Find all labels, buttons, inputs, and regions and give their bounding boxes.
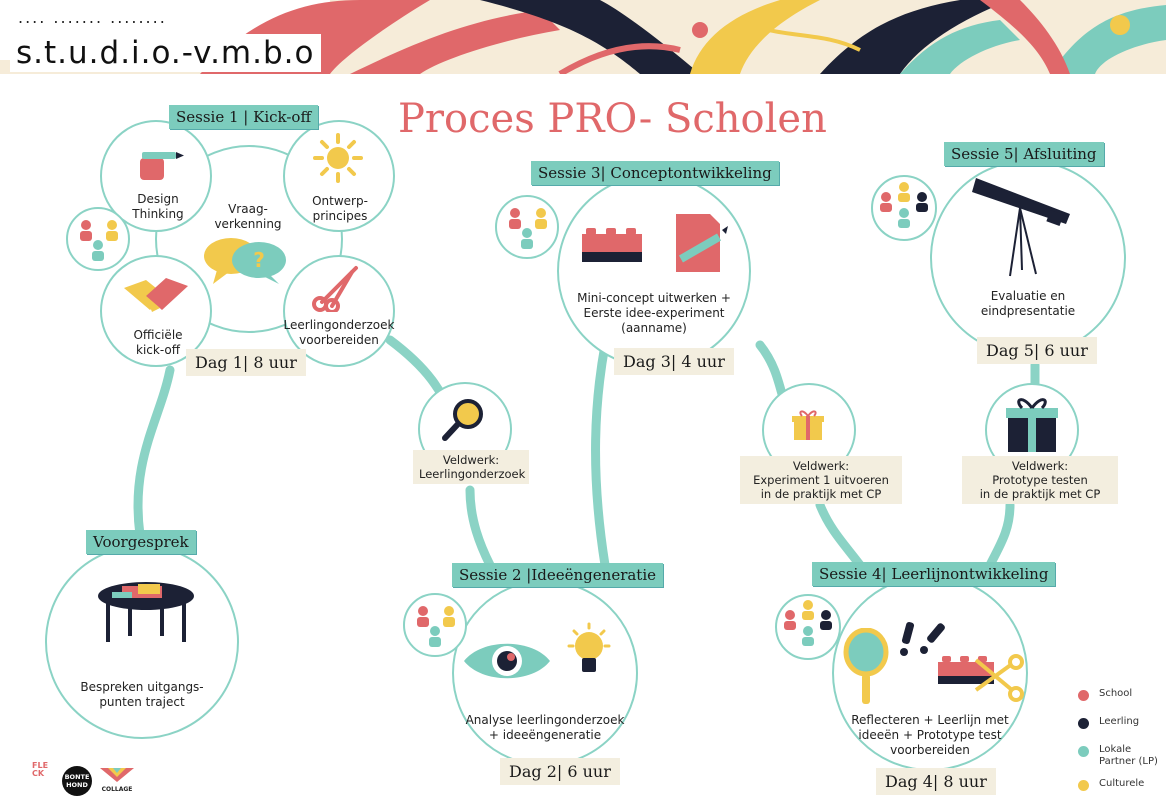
veldwerk1-note: Veldwerk: Leerlingonderzoek [413,450,529,484]
session4-text: Reflecteren + Leerlijn met ideeën + Prot… [851,713,1009,757]
svg-text:?: ? [253,248,265,272]
bonte-hond-logo-text: BONTE HOND [64,773,90,789]
lego-scissors-icon [938,654,1024,702]
people-icon-s1 [80,220,118,261]
collage-logo-mark [100,768,134,782]
collage-logo-text: COLLAGE [101,786,133,793]
session5-tag: Sessie 5| Afsluiting [944,142,1104,166]
brand-logo: s.t.u.d.i.o.-v.m.b.o [10,34,321,72]
exclamation-icon [900,622,945,656]
speech-bubbles-icon: ? [204,238,286,284]
legend-label: Lokale Partner (LP) [1099,744,1158,767]
veldwerk3-note: Veldwerk: Prototype testen in de praktij… [962,456,1118,504]
handshake-icon [124,278,188,312]
legend-dot [1078,780,1089,791]
legend-item: Lokale Partner (LP) [1078,744,1164,776]
people-icon-s4 [784,600,832,646]
session2-text: Analyse leerlingonderzoek + ideeëngenera… [465,713,625,742]
session4-day-badge: Dag 4| 8 uur [876,768,996,795]
session1-tag: Sessie 1 | Kick-off [169,105,319,129]
legend-dot [1078,746,1089,757]
ontwerp-principes-label: Ontwerp- principes [312,194,368,223]
sun-icon [313,133,363,183]
design-thinking-label: Design Thinking [132,192,184,221]
veldwerk2-note: Veldwerk: Experiment 1 uitvoeren in de p… [740,456,902,504]
gift-small-icon [792,410,824,440]
fist-pencil-icon [140,152,184,180]
fleck-logo-text: FLECK [32,761,49,778]
telescope-icon [972,178,1070,277]
people-icon-s5 [880,182,928,228]
collage-logo: COLLAGE [100,767,134,793]
officiele-kickoff-label: Officiële kick-off [133,328,183,357]
lego-brick-icon [582,228,642,262]
session1-leerling-circle [283,255,395,367]
leerlingonderzoek-voorbereiden-label: Leerlingonderzoek voorbereiden [283,318,395,347]
legend-label: Leerling [1099,716,1140,727]
legend-item: Leerling [1078,716,1164,742]
session5-day-badge: Dag 5| 6 uur [977,337,1097,364]
lightbulb-icon [567,622,611,672]
legend-dot [1078,690,1089,701]
legend-label: School [1099,688,1133,699]
vraagverkenning-label: Vraag- verkenning [214,202,282,231]
session4-tag: Sessie 4| Leerlijnontwikkeling [812,562,1056,586]
legend-item: Culturele [1078,778,1164,804]
session5-main-circle [930,160,1126,356]
legend-label: Culturele [1099,778,1145,789]
session1-day-badge: Dag 1| 8 uur [186,349,306,376]
session3-tag: Sessie 3| Conceptontwikkeling [531,161,779,185]
people-icon-s3 [509,208,547,249]
gift-large-icon [1006,398,1058,452]
eye-icon [464,643,550,679]
fleck-logo: FLECK [32,762,50,778]
voorgesprek-tag: Voorgesprek [86,530,196,554]
scissors-icon [312,266,358,312]
magnifier-icon [442,399,483,441]
legend-dot [1078,718,1089,729]
session3-text: Mini-concept uitwerken + Eerste idee-exp… [577,291,731,335]
page-title: Proces PRO- Scholen [398,96,827,142]
session3-day-badge: Dag 3| 4 uur [614,348,734,375]
session2-day-badge: Dag 2| 6 uur [500,758,620,785]
mirror-icon [843,628,889,704]
session1-kickoff-circle [100,255,212,367]
paper-pencil-icon [676,214,728,272]
bonte-hond-logo: BONTE HOND [62,766,92,796]
decorative-dots: .... ....... ........ [18,8,167,27]
session2-tag: Sessie 2 |Ideeëngeneratie [452,563,664,587]
legend-item: School [1078,688,1164,714]
session5-text: Evaluatie en eindpresentatie [980,289,1076,318]
table-icon [98,582,194,642]
voorgesprek-text: Bespreken uitgangs- punten traject [80,680,204,709]
people-icon-s2 [417,606,455,647]
